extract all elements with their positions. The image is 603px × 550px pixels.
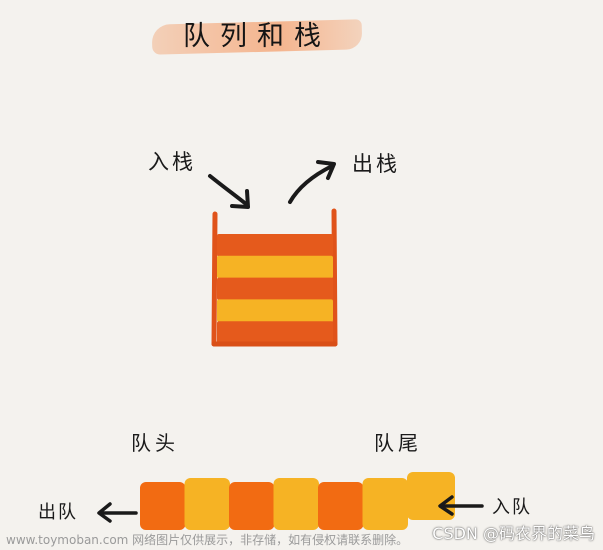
pop-arrow-icon	[288, 160, 336, 204]
queue-cell	[229, 482, 275, 530]
stack-layer	[217, 321, 333, 344]
queue-head-label: 队头	[131, 431, 179, 455]
dequeue-arrow-icon	[97, 502, 138, 523]
stack-layer	[217, 255, 333, 279]
dequeue-label: 出队	[38, 502, 78, 523]
queue-cell	[140, 482, 186, 530]
stack-layer	[217, 277, 333, 300]
stack-layer	[217, 234, 333, 257]
queue-cell	[273, 478, 319, 530]
stack-layer	[217, 299, 333, 322]
pop-label: 出栈	[352, 152, 400, 176]
diagram-title: 队列和栈	[151, 10, 363, 56]
title-text: 队列和栈	[183, 20, 331, 52]
enqueue-arrow-icon	[438, 495, 484, 516]
push-label: 入栈	[148, 150, 196, 174]
push-arrow-icon	[208, 174, 250, 209]
queue-cell	[318, 482, 364, 530]
image-watermark: www.toymoban.com 网络图片仅供展示，非存储，如有侵权请联系删除。	[6, 533, 409, 547]
queue-cell	[362, 478, 408, 530]
stack-wall-right	[331, 208, 338, 347]
queue-cell	[184, 478, 230, 530]
stack-wall-left	[211, 211, 218, 347]
enqueue-label: 入队	[492, 497, 532, 518]
csdn-brand-watermark: CSDN @码农界的菜鸟	[432, 524, 595, 543]
queue-tail-label: 队尾	[374, 431, 422, 455]
